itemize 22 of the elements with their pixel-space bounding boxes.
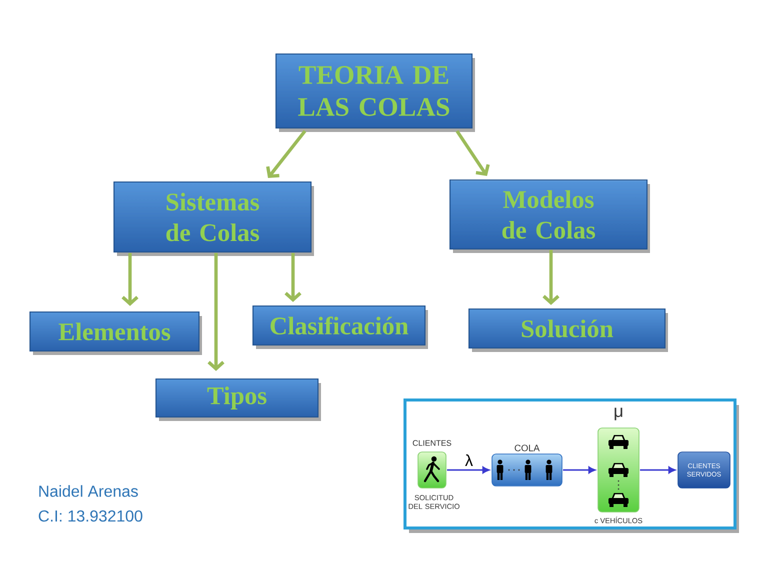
process-box: TEORIA DE LAS COLAS <box>275 53 475 132</box>
process-box: Elementos <box>29 311 202 355</box>
arrow <box>563 466 596 474</box>
process-box: Sistemas de Colas <box>113 181 314 256</box>
arrow <box>542 250 560 305</box>
id-label: C.I: 13.932100 <box>38 510 142 522</box>
edge-label: λ <box>464 453 474 468</box>
rate-symbol: μ <box>614 408 622 420</box>
arrow <box>447 466 490 474</box>
author-label: Naidel Arenas <box>39 485 138 497</box>
arrow <box>284 253 302 302</box>
process-box: Tipos <box>155 378 321 421</box>
process-box: Modelos de Colas <box>449 179 650 253</box>
arrow <box>266 130 306 178</box>
arrow <box>640 466 676 474</box>
arrow <box>456 130 490 176</box>
arrow <box>122 253 138 306</box>
box-heading: CLIENTES <box>412 440 452 446</box>
box-heading: COLA <box>514 444 540 452</box>
process-box: Solución <box>468 308 668 352</box>
process-box: Clasificación <box>252 305 428 349</box>
arrow <box>208 253 224 371</box>
